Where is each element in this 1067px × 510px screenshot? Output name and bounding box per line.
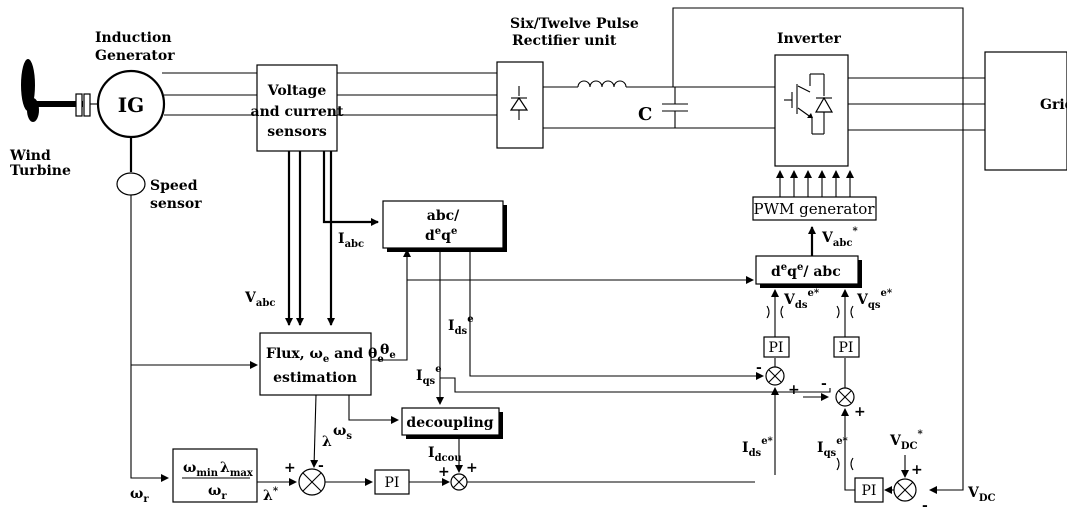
iqs-label: Iqse <box>416 364 442 387</box>
decoupling-summing-junction <box>450 473 468 491</box>
abc-to-dq-label-2: deqe <box>425 226 457 244</box>
lambda-label: λ <box>322 434 332 450</box>
pi-d-label: PI <box>769 340 784 356</box>
d-axis-sum-minus: - <box>756 360 762 376</box>
power-lines <box>162 72 497 116</box>
wind-turbine-label-2: Turbine <box>10 163 71 179</box>
dq-to-abc-label: deqe/ abc <box>771 262 841 280</box>
rectifier-title-2: Rectifier unit <box>512 33 617 49</box>
iabc-label: Iabc <box>338 231 364 250</box>
speed-sensor-label-2: sensor <box>150 196 202 212</box>
d-axis-sum-plus: + <box>788 382 800 398</box>
flux-estimation-label-1: Flux, ωe and θe <box>266 346 384 365</box>
lambda-star-label: λ* <box>263 486 279 504</box>
dq-to-abc-block <box>755 255 859 285</box>
flux-reference-denominator: ωr <box>208 483 227 502</box>
decoupling-sum-plus-1: + <box>438 464 450 480</box>
generator-title-2: Generator <box>95 48 175 64</box>
vdc-label: VDC <box>967 485 996 504</box>
abc-to-dq-block <box>382 200 504 249</box>
dc-sum-plus: + <box>911 462 923 478</box>
capacitor-label: C <box>638 104 652 125</box>
pi-flux-controller <box>374 469 410 495</box>
vdc-star-label: VDC* <box>889 429 924 452</box>
pi-d-controller <box>763 336 790 358</box>
dc-inductor <box>577 80 627 88</box>
sensors-label-3: sensors <box>267 124 327 140</box>
wind-turbine <box>21 59 98 122</box>
flux-reference-block <box>172 448 258 503</box>
vqs-star-label: Vqse* <box>856 288 893 311</box>
pi-dc-controller <box>854 477 884 503</box>
omega-r-label: ωr <box>130 486 149 505</box>
q-axis-summing-junction <box>835 387 855 407</box>
vds-star-label: Vdse* <box>783 288 820 311</box>
vabc-label: Vabc <box>244 290 275 309</box>
abc-to-dq-label-1: abc/ <box>427 208 460 224</box>
flux-estimation-block <box>259 332 372 396</box>
decoupling-sum-plus-2: + <box>466 460 478 476</box>
igbt-icon <box>784 73 834 135</box>
dc-sum-minus: - <box>922 498 928 510</box>
ids-star-label: Idse* <box>742 436 774 459</box>
pwm-arrows <box>776 170 854 197</box>
sensors-label-1: Voltage <box>267 83 327 99</box>
pi-flux-label: PI <box>385 475 400 491</box>
vdc-feedback-wire <box>672 7 964 494</box>
inverter-title: Inverter <box>777 31 842 47</box>
decoupling-block <box>401 407 500 436</box>
pi-q-controller <box>833 336 860 358</box>
pwm-generator-label: PWM generator <box>754 200 876 218</box>
idcou-label: Idcou <box>428 445 462 464</box>
vabc-star-label: Vabc* <box>821 226 858 249</box>
rectifier-diode-icon <box>509 86 529 120</box>
inverter-block <box>774 54 849 167</box>
q-axis-sum-plus: + <box>854 404 866 420</box>
omega-s-label: ωs <box>333 423 352 442</box>
speed-sensor-symbol <box>116 172 146 196</box>
dc-summing-junction <box>893 478 917 502</box>
d-axis-summing-junction <box>765 366 785 386</box>
wind-turbine-label-1: Wind <box>9 148 51 164</box>
generator-title-1: Induction <box>95 30 172 46</box>
q-axis-sum-minus: - <box>821 376 827 392</box>
theta-label: θe <box>380 342 396 361</box>
flux-sum-plus: + <box>284 460 296 476</box>
voltage-current-sensors-block <box>256 64 338 152</box>
speed-sensor-label-1: Speed <box>150 178 198 194</box>
flux-sum-minus: - <box>318 458 324 474</box>
grid-block <box>984 51 1067 171</box>
pi-dc-label: PI <box>862 483 877 499</box>
pi-q-label: PI <box>839 340 854 356</box>
sensors-label-2: and current <box>251 104 344 120</box>
ids-label: Idse <box>448 314 474 337</box>
flux-estimation-label-2: estimation <box>273 370 357 386</box>
generator-label: IG <box>118 93 144 117</box>
iqs-star-label: Iqse* <box>817 436 849 459</box>
rectifier-title-1: Six/Twelve Pulse <box>510 16 639 32</box>
pwm-generator-block <box>752 196 877 221</box>
grid-label: Grid <box>1040 97 1067 113</box>
decoupling-label: decoupling <box>406 415 493 431</box>
